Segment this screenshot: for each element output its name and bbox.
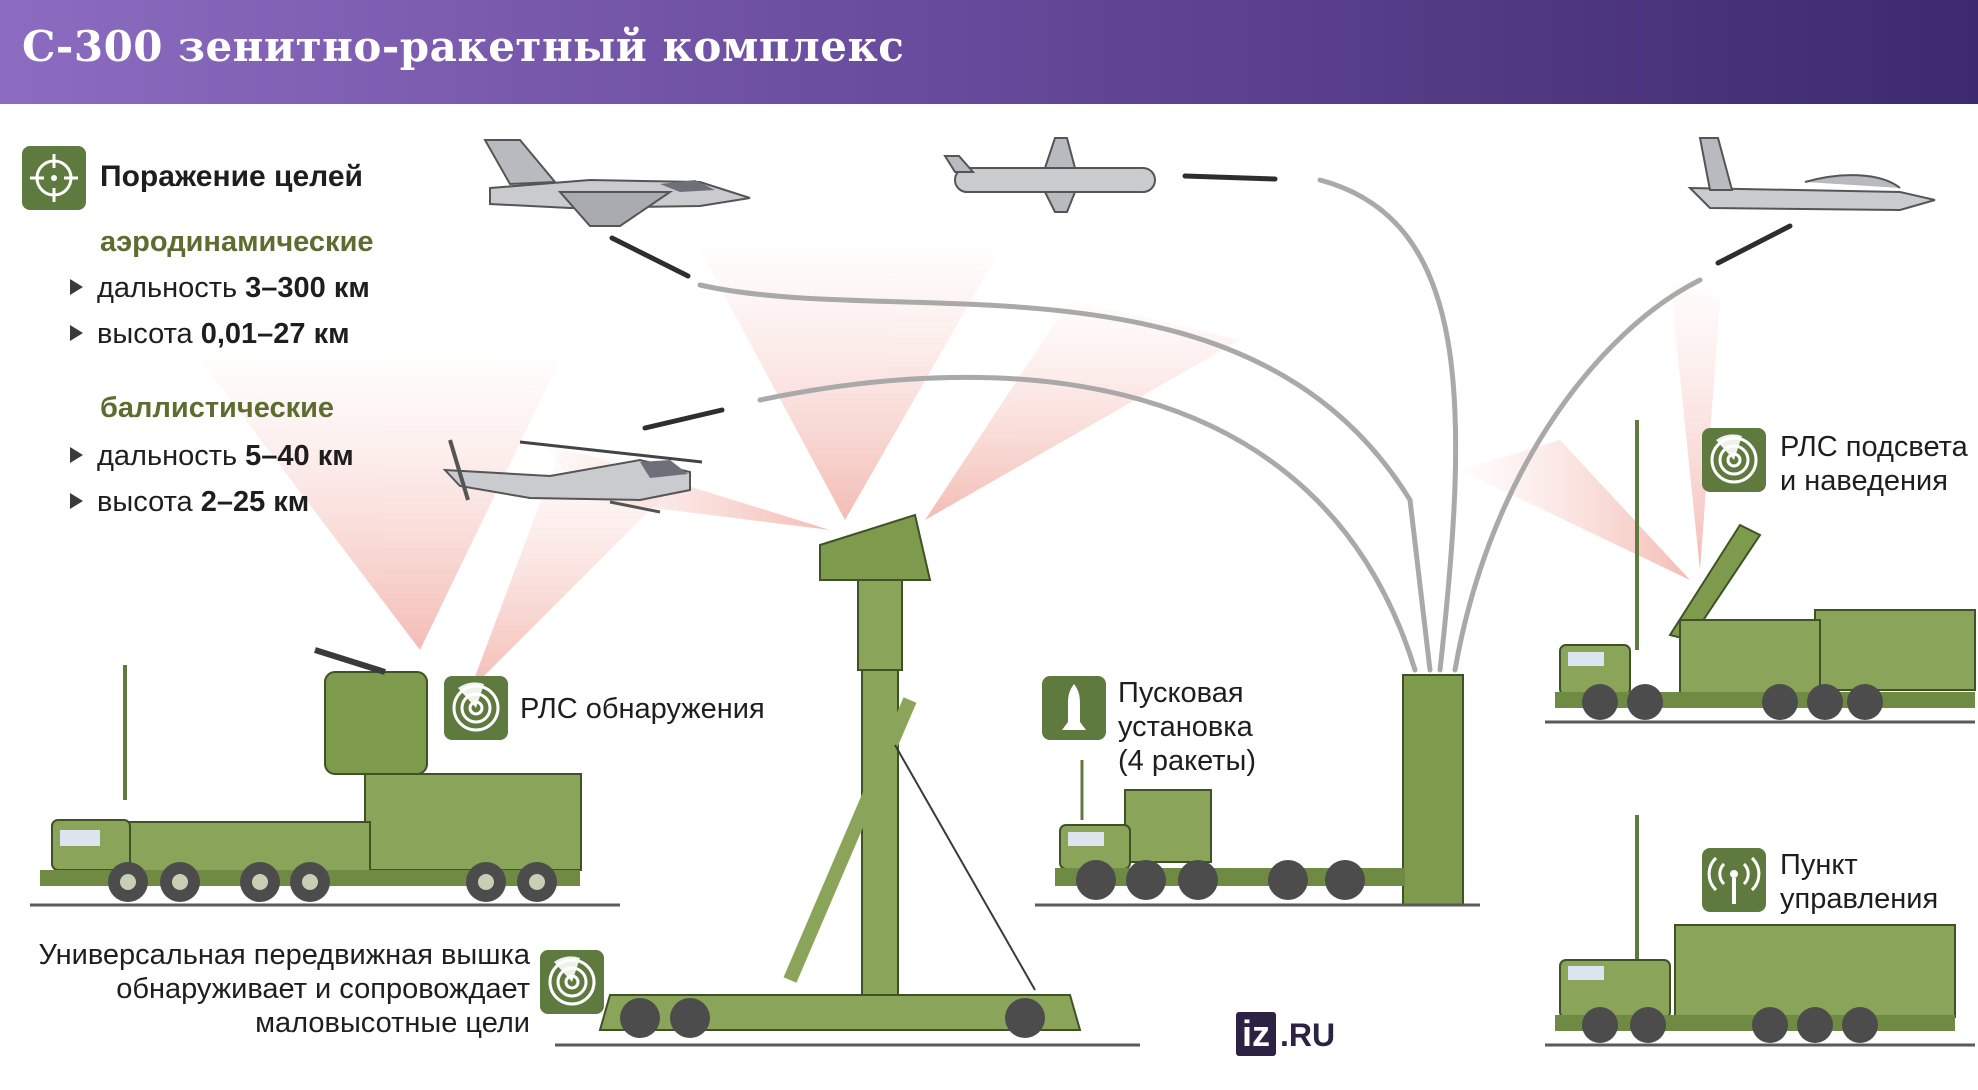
mobile-tower <box>555 513 1140 1047</box>
bullet-arrow-icon <box>70 325 83 341</box>
aero-heading: аэродинамические <box>100 226 374 258</box>
aero-height: высота 0,01–27 км <box>70 318 350 351</box>
recon-drone <box>1687 137 1936 212</box>
missile-trajectories <box>697 177 1703 673</box>
command-post-label: Пункт управления <box>1780 849 1939 915</box>
missile-icon <box>1042 676 1106 740</box>
iz-ru-logo: iz.RU <box>1236 1012 1358 1064</box>
logo-suffix: .RU <box>1280 1017 1336 1053</box>
header-banner: С-300 зенитно-ракетный комплекс <box>0 0 1978 104</box>
logo-mark: iz <box>1236 1012 1277 1056</box>
illumination-radar-label: РЛС подсвета и наведения <box>1780 431 1968 497</box>
launcher-truck <box>1035 674 1480 907</box>
radar-icon <box>540 950 604 1014</box>
detection-radar-truck <box>30 647 620 907</box>
ballistic-height: высота 2–25 км <box>70 486 309 519</box>
radar-icon <box>1702 428 1766 492</box>
ballistic-range: дальность 5–40 км <box>70 440 354 473</box>
tower-label: Универсальная передвижная вышка обнаружи… <box>38 939 531 1039</box>
command-post-truck <box>1545 815 1975 1047</box>
target-icon <box>22 146 86 210</box>
bullet-arrow-icon <box>70 279 83 295</box>
antenna-icon <box>1702 848 1766 912</box>
bullet-arrow-icon <box>70 447 83 463</box>
attack-helicopter <box>442 439 703 514</box>
radar-beams <box>200 250 1720 690</box>
launcher-label: Пусковая установка (4 ракеты) <box>1118 677 1257 777</box>
cruise-missile <box>943 137 1156 213</box>
aero-range: дальность 3–300 км <box>70 272 370 305</box>
radar-icon <box>444 676 508 740</box>
targets-heading: Поражение целей <box>100 160 363 193</box>
illumination-radar-truck <box>1545 420 1976 724</box>
page-title: С-300 зенитно-ракетный комплекс <box>22 22 905 71</box>
bullet-arrow-icon <box>70 493 83 509</box>
scene-illustration <box>30 137 1976 1047</box>
interceptor-missiles <box>609 173 1793 431</box>
fighter-jet <box>483 139 751 227</box>
ballistic-heading: баллистические <box>100 392 335 424</box>
detection-radar-label: РЛС обнаружения <box>520 693 765 725</box>
